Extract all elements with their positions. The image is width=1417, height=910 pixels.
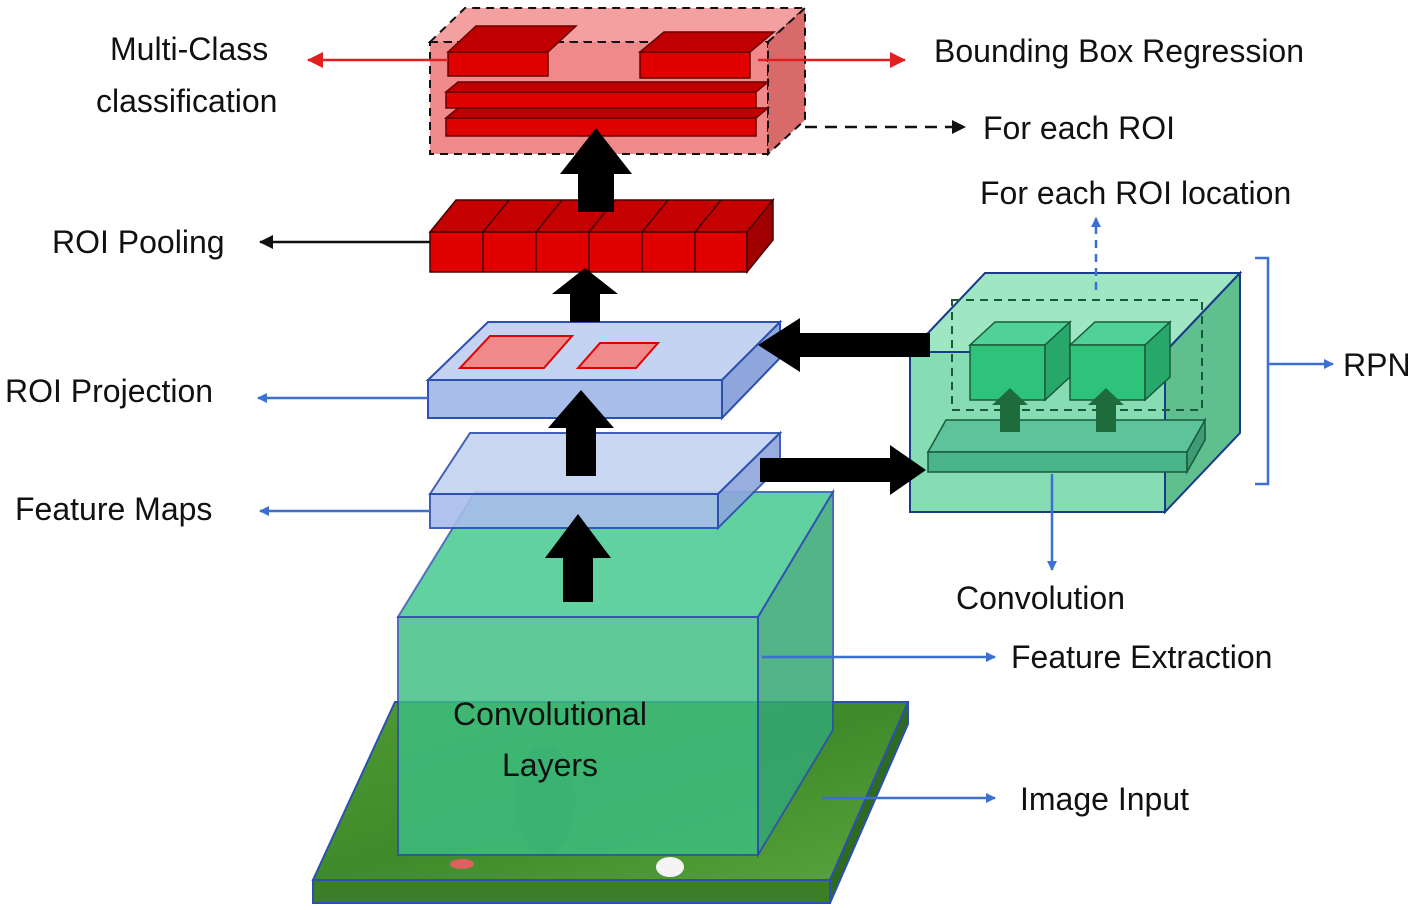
conv-layers-label-line1: Convolutional [453, 696, 647, 732]
label-arrows [257, 52, 1334, 803]
image-input-label: Image Input [1020, 781, 1189, 817]
classifier-head-box [427, 5, 808, 157]
for-each-roi-label: For each ROI [983, 110, 1175, 146]
convolutional-layers-box [396, 488, 835, 859]
flow-arrows-horizontal [758, 318, 930, 495]
rpn-bracket [1255, 256, 1270, 486]
flow-arrows-vertical [545, 128, 632, 602]
roi-projection-label: ROI Projection [5, 373, 213, 409]
convolution-label: Convolution [956, 580, 1125, 616]
for-each-roi-location-label: For each ROI location [980, 175, 1291, 211]
rpn-to-projection-arrow [758, 318, 930, 372]
conv-layers-label-line2: Layers [502, 747, 598, 783]
feature-to-rpn-arrow [760, 445, 926, 495]
feature-maps-layer [428, 430, 783, 531]
feature-maps-label: Feature Maps [15, 491, 212, 527]
feature-extraction-label: Feature Extraction [1011, 639, 1272, 675]
roi-region-1 [457, 335, 575, 369]
multi-class-label-line2: classification [96, 83, 277, 119]
roi-region-2 [575, 342, 661, 369]
roi-pooling-block [428, 197, 775, 275]
multi-class-label-line1: Multi-Class [110, 31, 268, 67]
roi-projection-layer [425, 319, 783, 421]
bbox-regression-label: Bounding Box Regression [934, 33, 1304, 69]
rpn-label: RPN [1343, 347, 1411, 383]
roi-pooling-label: ROI Pooling [52, 224, 225, 260]
rpn-box [907, 270, 1243, 515]
